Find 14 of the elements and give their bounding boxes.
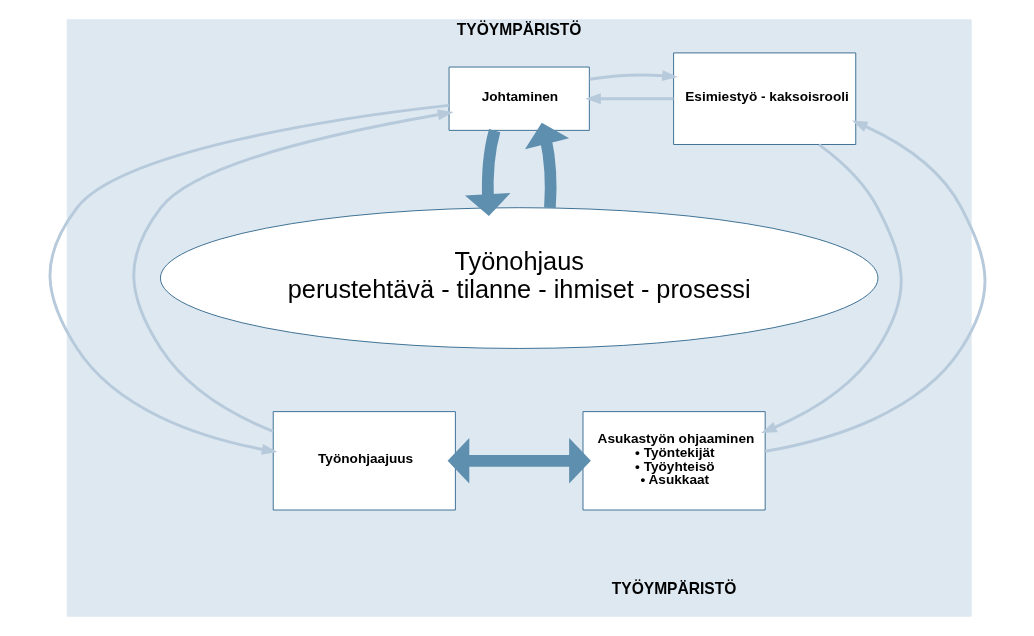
node-ellipse: Työnohjaus perustehtävä - tilanne - ihmiset - prosessi [159,207,878,349]
node-box: Työnohjaajuus [272,411,456,511]
arrow [48,103,449,455]
node-box: Asukastyön ohjaaminen • Työntekijät • Työyhteisö • Asukkaat [582,411,766,511]
node-box: Esimiestyö - kaksoisrooli [672,52,856,145]
arrow [764,120,986,453]
arrow [760,143,903,434]
arrow [584,93,673,105]
arrow [588,70,678,82]
arrow [524,122,569,209]
arrow [131,109,453,433]
arrow [464,129,510,216]
node-box: Johtaminen [448,66,590,131]
arrow [447,438,591,484]
